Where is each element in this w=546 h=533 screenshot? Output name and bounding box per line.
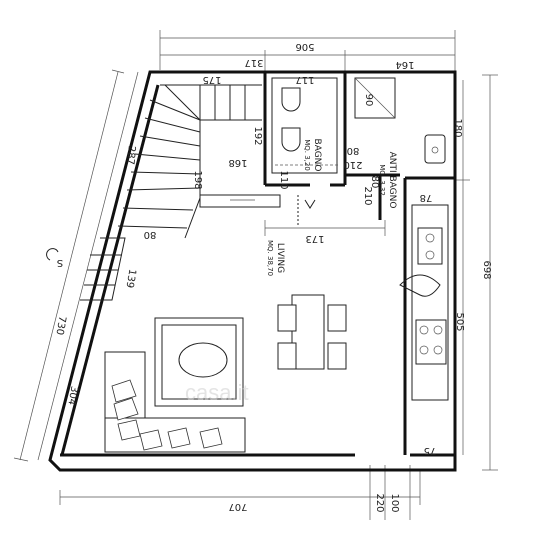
dim-door-210b: 210	[362, 186, 373, 205]
dim-right-505: 505	[454, 312, 465, 331]
room-living-area: MQ. 38,70	[266, 240, 274, 276]
dim-ante-80: 80	[369, 176, 380, 189]
dim-door-210a: 210	[343, 159, 362, 170]
person-icon	[399, 274, 441, 297]
dim-top-total: 506	[295, 41, 314, 52]
room-labels: BAGNO MQ. 3,20 ANTI BAGNO MQ. 3,32 LIVIN…	[57, 139, 397, 277]
toilet-icon	[281, 87, 301, 112]
dim-top-right: 164	[395, 59, 414, 70]
dim-ante-180: 180	[452, 118, 463, 137]
dim-door-80a: 80	[347, 145, 360, 156]
staircase	[46, 84, 262, 301]
room-anti-name: ANTI BAGNO	[387, 152, 397, 209]
sink-icon	[424, 134, 446, 164]
dim-right-698: 698	[481, 260, 492, 279]
dim-bath-168: 168	[228, 157, 247, 168]
stair-up-label: S	[57, 257, 63, 268]
dim-left-bottom: 304	[65, 385, 79, 406]
dim-top-bath: 117	[295, 74, 314, 85]
room-anti-area: MQ. 3,32	[378, 164, 386, 196]
room-bagno-name: BAGNO	[312, 139, 322, 172]
room-living-name: LIVING	[275, 243, 285, 273]
dim-left-diag: 287	[124, 145, 137, 165]
walls	[48, 70, 457, 472]
misc-details	[199, 194, 316, 225]
dim-stair-139: 139	[123, 268, 137, 289]
kitchen-sink-icon	[417, 227, 443, 265]
dim-bottom-707: 707	[228, 501, 247, 512]
dim-bottom-220: 220	[374, 493, 385, 512]
watermark: casa.it	[185, 380, 249, 405]
coffee-table	[178, 342, 228, 378]
dim-bottom-75: 75	[424, 445, 437, 456]
dining-table	[291, 294, 325, 370]
dim-left-total: 730	[53, 315, 67, 336]
bidet-icon	[281, 127, 301, 152]
hob-icon	[415, 319, 447, 365]
dim-ante-78: 78	[420, 192, 433, 203]
dim-living-173: 173	[305, 233, 324, 244]
dim-bath-192: 192	[252, 126, 263, 145]
room-bagno-area: MQ. 3,20	[303, 139, 311, 171]
living-furniture	[104, 294, 347, 453]
dim-stair-80: 80	[144, 229, 157, 240]
dim-bath-198: 198	[192, 170, 203, 189]
dim-bath-110: 110	[278, 170, 289, 189]
dim-stair-top: 175	[202, 74, 221, 85]
bathroom-fixtures	[271, 77, 446, 174]
dim-bottom-100: 100	[389, 493, 400, 512]
dim-top-left: 317	[244, 57, 263, 68]
dimension-labels: 506 317 117 164 175 287 730 304 80 139 1…	[53, 41, 492, 513]
kitchen	[399, 204, 449, 401]
dim-ante-90: 90	[363, 94, 374, 107]
dimension-lines	[13, 30, 498, 520]
